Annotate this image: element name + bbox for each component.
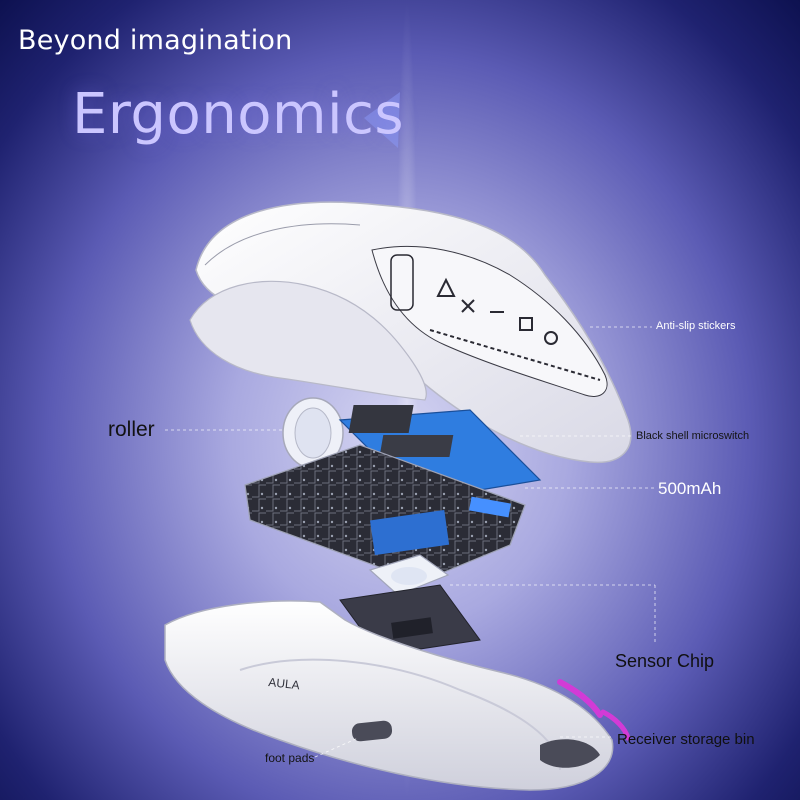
callout-roller: roller <box>108 418 155 441</box>
callout-microswitch: Black shell microswitch <box>636 430 750 442</box>
callout-sensor-chip: Sensor Chip <box>615 651 715 671</box>
brand-mark: AULA <box>268 675 301 692</box>
top-shell <box>189 201 632 464</box>
callout-foot-pads: foot pads <box>265 751 315 765</box>
callout-leaders <box>165 326 656 758</box>
callout-receiver-storage: Receiver storage bin <box>617 731 755 748</box>
bottom-base: AULA <box>164 600 631 791</box>
microswitch-module <box>338 405 542 501</box>
scroll-wheel <box>282 397 344 469</box>
circuit-board <box>244 444 526 583</box>
callout-battery: 500mAh <box>658 479 722 498</box>
sensor-lens <box>368 554 450 596</box>
page-title: Ergonomics <box>72 82 405 147</box>
light-shard <box>364 92 400 148</box>
tagline: Beyond imagination <box>18 25 293 56</box>
callout-anti-slip-stickers: Anti-slip stickers <box>656 320 736 332</box>
